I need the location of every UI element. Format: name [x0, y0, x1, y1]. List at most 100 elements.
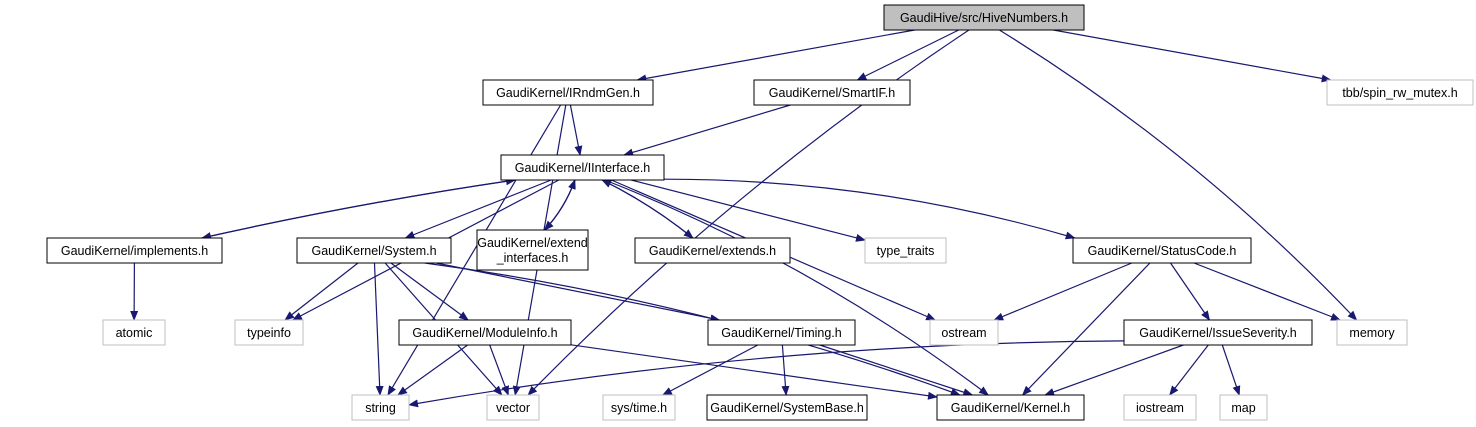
edge-moduleinfo-to-kernel [570, 344, 938, 400]
node-statuscode[interactable]: GaudiKernel/StatusCode.h [1072, 237, 1252, 264]
edge-statuscode-to-kernel [1021, 262, 1151, 396]
edge-statuscode-to-memory [1193, 262, 1341, 321]
node-ostream: ostream [929, 319, 999, 346]
edge-iinterface-to-type_traits [630, 179, 866, 242]
node-box-typeinfo [234, 319, 304, 346]
node-iostream: iostream [1123, 394, 1197, 421]
node-box-timing [707, 319, 856, 346]
node-box-type_traits [864, 237, 947, 264]
node-label-iinterface: GaudiKernel/IInterface.h [515, 161, 651, 175]
node-box-vector [486, 394, 540, 421]
edge-iinterface-to-system [404, 179, 552, 239]
edge-root-to-memory [999, 29, 1358, 321]
edge-iinterface-to-extend_interfaces [543, 179, 576, 231]
edge-moduleinfo-to-vector [489, 344, 509, 396]
edge-iinterface-to-statuscode [663, 178, 1076, 240]
node-box-irndmgen [482, 79, 654, 106]
edge-timing-to-kernel [819, 344, 974, 396]
node-box-statuscode [1072, 237, 1252, 264]
edge-issueseverity-to-string [408, 340, 1125, 408]
node-box-kernel [936, 394, 1085, 421]
node-label-implements: GaudiKernel/implements.h [61, 244, 208, 258]
edge-system-to-moduleinfo [390, 262, 469, 321]
node-label-extend_interfaces: _interfaces.h [496, 251, 569, 265]
node-label-smartif: GaudiKernel/SmartIF.h [769, 86, 895, 100]
edge-system-to-string [373, 262, 384, 396]
node-map: map [1219, 394, 1268, 421]
node-string: string [351, 394, 410, 421]
node-box-systembase [706, 394, 868, 421]
node-systime: sys/time.h [602, 394, 676, 421]
node-irndmgen[interactable]: GaudiKernel/IRndmGen.h [482, 79, 654, 106]
node-label-issueseverity: GaudiKernel/IssueSeverity.h [1139, 326, 1297, 340]
node-implements[interactable]: GaudiKernel/implements.h [46, 237, 223, 264]
node-box-issueseverity [1123, 319, 1313, 346]
node-issueseverity[interactable]: GaudiKernel/IssueSeverity.h [1123, 319, 1313, 346]
edge-moduleinfo-to-string [397, 344, 468, 396]
node-box-extends [634, 237, 791, 264]
node-smartif[interactable]: GaudiKernel/SmartIF.h [753, 79, 911, 106]
node-label-systembase: GaudiKernel/SystemBase.h [710, 401, 864, 415]
edge-root-to-irndmgen [636, 29, 915, 83]
node-box-iostream [1123, 394, 1197, 421]
node-label-timing: GaudiKernel/Timing.h [721, 326, 841, 340]
node-memory: memory [1336, 319, 1408, 346]
node-label-type_traits: type_traits [877, 244, 935, 258]
node-label-string: string [365, 401, 396, 415]
edge-irndmgen-to-string [387, 104, 562, 396]
node-label-iostream: iostream [1136, 401, 1184, 415]
edge-system-to-typeinfo [284, 262, 359, 321]
node-label-moduleinfo: GaudiKernel/ModuleInfo.h [412, 326, 557, 340]
node-box-implements [46, 237, 223, 264]
node-label-spin: tbb/spin_rw_mutex.h [1342, 86, 1457, 100]
node-spin: tbb/spin_rw_mutex.h [1326, 79, 1474, 106]
node-label-kernel: GaudiKernel/Kernel.h [951, 401, 1071, 415]
node-label-memory: memory [1349, 326, 1395, 340]
edge-statuscode-to-ostream [993, 262, 1133, 321]
edge-timing-to-systembase [781, 344, 790, 396]
node-label-statuscode: GaudiKernel/StatusCode.h [1088, 244, 1237, 258]
node-box-system [296, 237, 452, 264]
node-iinterface[interactable]: GaudiKernel/IInterface.h [500, 154, 665, 181]
node-box-ostream [929, 319, 999, 346]
nodes-layer: GaudiHive/src/HiveNumbers.hGaudiKernel/I… [46, 4, 1474, 421]
node-root[interactable]: GaudiHive/src/HiveNumbers.h [883, 4, 1085, 31]
node-typeinfo: typeinfo [234, 319, 304, 346]
node-label-map: map [1231, 401, 1255, 415]
edge-issueseverity-to-kernel [1044, 344, 1184, 396]
edge-implements-to-iinterface [201, 177, 516, 239]
edge-iinterface-to-implements [201, 179, 516, 240]
node-systembase[interactable]: GaudiKernel/SystemBase.h [706, 394, 868, 421]
edge-statuscode-to-issueseverity [1170, 262, 1211, 321]
node-timing[interactable]: GaudiKernel/Timing.h [707, 319, 856, 346]
node-label-system: GaudiKernel/System.h [311, 244, 436, 258]
edge-timing-to-systime [661, 344, 759, 396]
node-label-extend_interfaces: GaudiKernel/extend [477, 236, 588, 250]
node-box-spin [1326, 79, 1474, 106]
edge-irndmgen-to-iinterface [569, 104, 583, 156]
node-box-moduleinfo [398, 319, 572, 346]
node-system[interactable]: GaudiKernel/System.h [296, 237, 452, 264]
node-label-ostream: ostream [941, 326, 986, 340]
node-kernel[interactable]: GaudiKernel/Kernel.h [936, 394, 1085, 421]
edge-iinterface-to-kernel [604, 179, 989, 396]
edge-extends-to-iinterface [601, 179, 694, 239]
edge-system-to-kernel [424, 262, 961, 396]
node-vector: vector [486, 394, 540, 421]
node-label-vector: vector [496, 401, 530, 415]
node-box-string [351, 394, 410, 421]
edge-root-to-smartif [856, 29, 959, 81]
node-extends[interactable]: GaudiKernel/extends.h [634, 237, 791, 264]
node-extend_interfaces[interactable]: GaudiKernel/extend_interfaces.h [476, 229, 589, 271]
node-label-root: GaudiHive/src/HiveNumbers.h [900, 11, 1068, 25]
node-box-root [883, 4, 1085, 31]
node-box-memory [1336, 319, 1408, 346]
edge-root-to-spin [1053, 29, 1332, 83]
edge-root-to-vector [527, 29, 970, 396]
node-box-iinterface [500, 154, 665, 181]
node-label-systime: sys/time.h [611, 401, 667, 415]
edge-smartif-to-iinterface [623, 104, 791, 157]
node-type_traits: type_traits [864, 237, 947, 264]
node-moduleinfo[interactable]: GaudiKernel/ModuleInfo.h [398, 319, 572, 346]
